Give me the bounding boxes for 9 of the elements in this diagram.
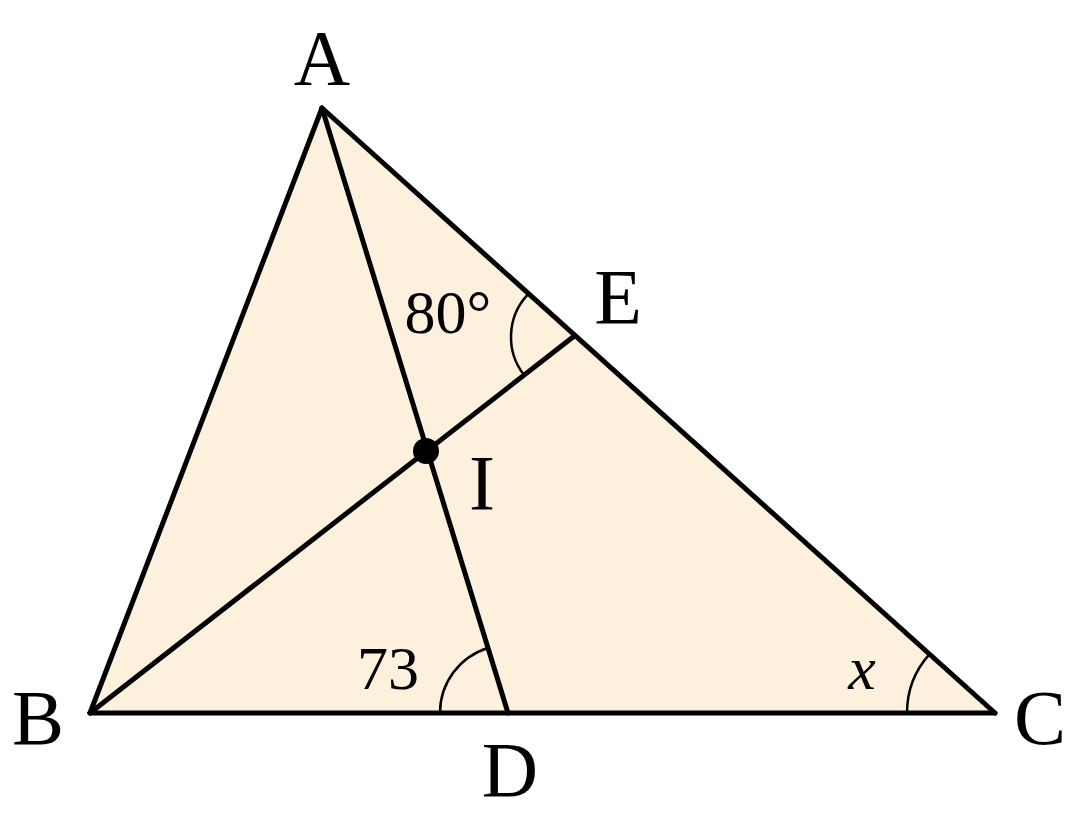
angle-label: x: [848, 637, 876, 699]
angle-label: 73: [357, 637, 419, 699]
point-label: B: [12, 679, 64, 757]
point-label: I: [469, 444, 495, 522]
point-label: E: [594, 258, 642, 336]
point-label: A: [293, 19, 351, 97]
point-label: C: [1014, 679, 1066, 757]
point-label: D: [481, 731, 539, 809]
angle-label: 80°: [404, 281, 492, 343]
